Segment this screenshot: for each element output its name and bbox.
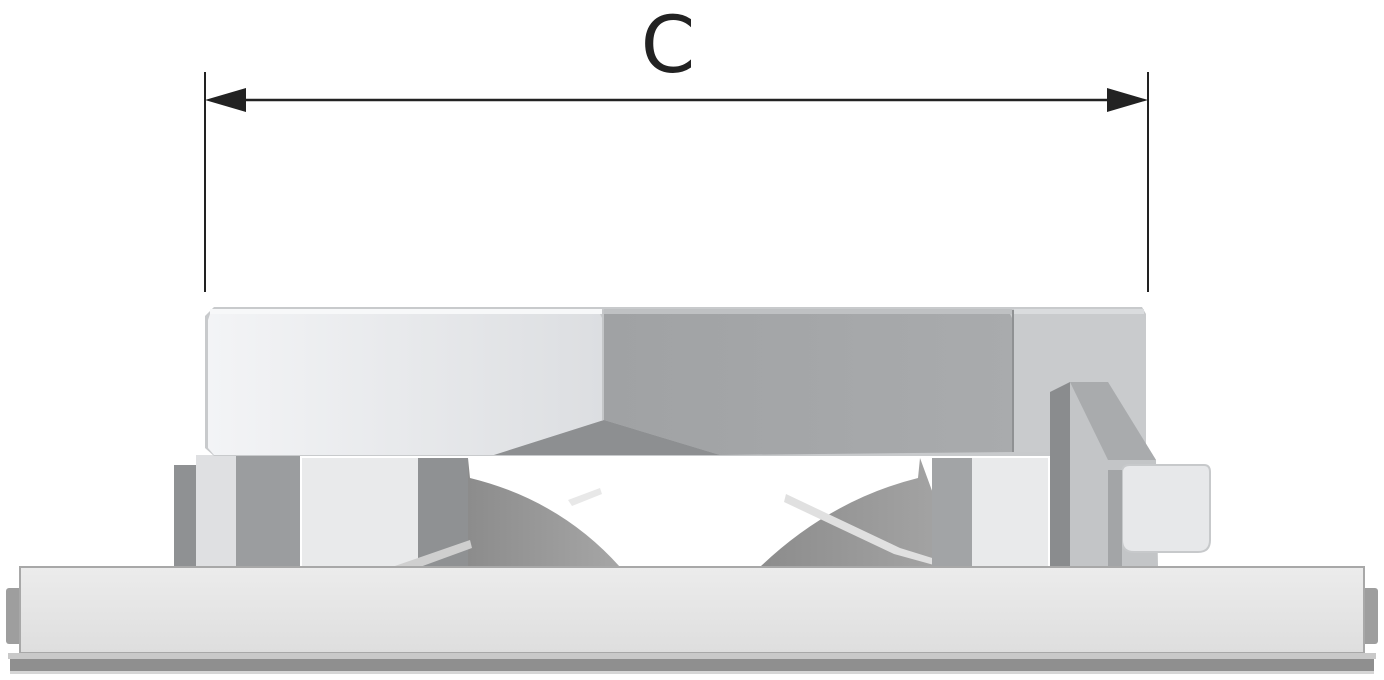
right-post-light bbox=[972, 458, 1048, 567]
body-left-face bbox=[208, 314, 604, 455]
right-spring-clip bbox=[760, 458, 960, 567]
body-mid-top-edge bbox=[604, 309, 1012, 314]
body-right-top-edge bbox=[1014, 309, 1144, 314]
arrowhead-right-icon bbox=[1107, 88, 1148, 112]
left-post-shade bbox=[236, 455, 300, 567]
center-left-post bbox=[302, 458, 418, 567]
right-post bbox=[932, 458, 972, 567]
right-latch bbox=[1050, 382, 1211, 567]
base-plate-bottom-lip bbox=[10, 659, 1374, 671]
left-post bbox=[196, 455, 236, 567]
left-post-back bbox=[174, 465, 196, 567]
left-spring-arm bbox=[568, 488, 602, 506]
left-spring-clip bbox=[468, 458, 620, 567]
base-plate-top bbox=[19, 566, 1365, 654]
arrowhead-left-icon bbox=[205, 88, 246, 112]
support-structure bbox=[174, 455, 1048, 570]
latch-cap bbox=[1121, 464, 1211, 553]
body-left-top-edge bbox=[210, 309, 602, 314]
latch-arm-dark bbox=[1050, 382, 1070, 567]
dimension-label: C bbox=[641, 1, 695, 91]
dimension-c: C bbox=[204, 1, 1149, 292]
base-plate bbox=[6, 566, 1378, 674]
latch-cap-shadow bbox=[1108, 470, 1122, 567]
base-plate-bottom-strip bbox=[8, 653, 1376, 659]
base-plate-bottom-highlight bbox=[10, 671, 1374, 674]
latch-arm-bevel bbox=[1070, 382, 1156, 460]
main-body bbox=[205, 307, 1146, 456]
body-mid-face bbox=[604, 314, 1014, 455]
body-bevel bbox=[494, 420, 720, 455]
left-spring-tab bbox=[392, 540, 472, 567]
